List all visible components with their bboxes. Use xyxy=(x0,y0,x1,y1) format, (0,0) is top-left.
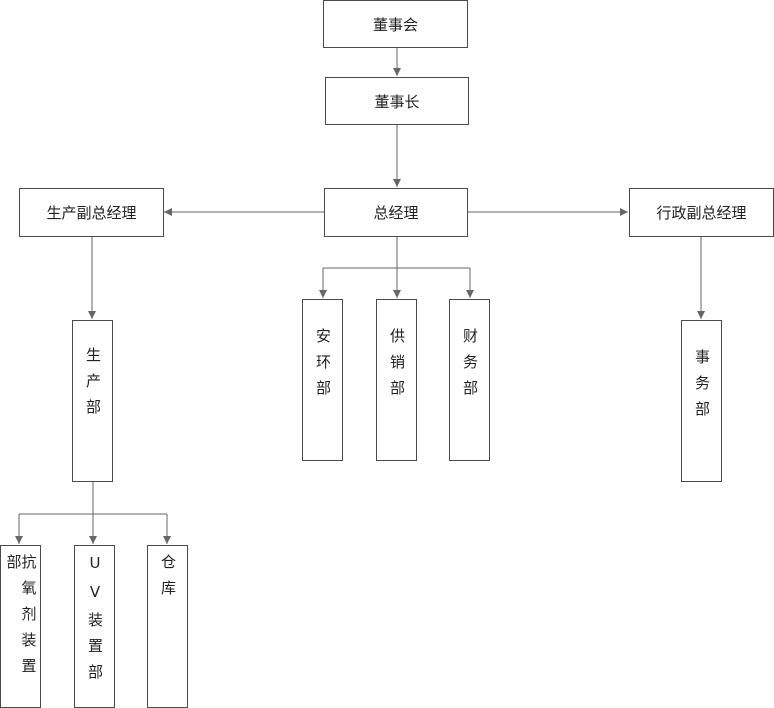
antioxidant-dept-node: 抗氧剂装置部 xyxy=(0,545,41,708)
admin-vp-label: 行政副总经理 xyxy=(656,204,747,222)
chairman-label: 董事长 xyxy=(374,92,420,111)
production-vp-label: 生产副总经理 xyxy=(46,204,137,222)
antioxidant-dept-label: 抗氧剂装置部 xyxy=(4,554,38,684)
warehouse-node: 仓库 xyxy=(147,545,188,708)
safety-env-dept-label: 安环部 xyxy=(314,328,332,406)
board-label: 董事会 xyxy=(372,15,418,34)
general-manager-node: 总经理 xyxy=(324,188,468,237)
general-manager-label: 总经理 xyxy=(373,204,419,222)
production-vp-node: 生产副总经理 xyxy=(19,188,164,237)
affairs-dept-label: 事务部 xyxy=(693,349,711,427)
supply-sales-dept-label: 供销部 xyxy=(388,328,406,406)
admin-vp-node: 行政副总经理 xyxy=(629,188,774,237)
finance-dept-node: 财务部 xyxy=(449,299,490,461)
production-dept-label: 生产部 xyxy=(84,347,102,425)
uv-dept-label: UV装置部 xyxy=(86,554,104,690)
chairman-node: 董事长 xyxy=(325,77,469,125)
affairs-dept-node: 事务部 xyxy=(681,320,722,482)
warehouse-label: 仓库 xyxy=(159,554,177,606)
board-node: 董事会 xyxy=(323,0,468,48)
safety-env-dept-node: 安环部 xyxy=(302,299,343,461)
supply-sales-dept-node: 供销部 xyxy=(376,299,417,461)
production-dept-node: 生产部 xyxy=(72,320,113,482)
uv-dept-node: UV装置部 xyxy=(74,545,115,708)
finance-dept-label: 财务部 xyxy=(461,328,479,406)
